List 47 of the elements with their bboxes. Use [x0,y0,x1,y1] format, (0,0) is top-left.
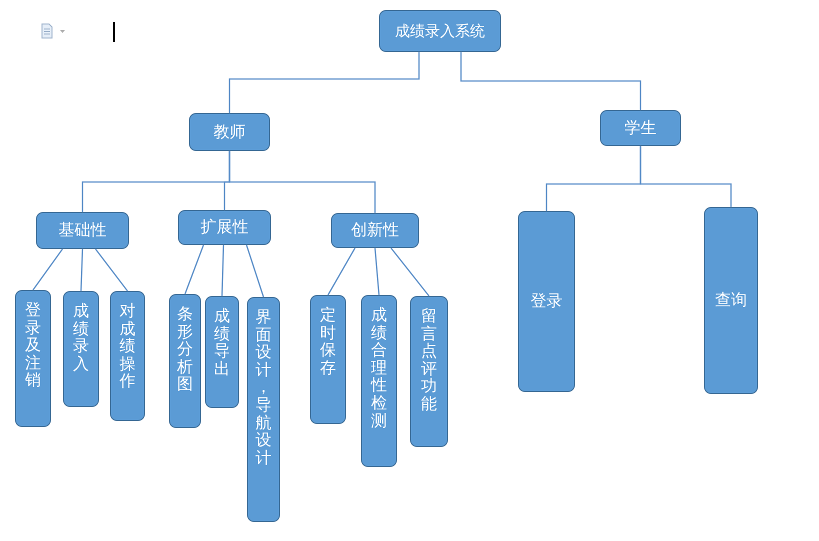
node-label: 教师 [214,122,246,142]
node-label: 登录及注销 [25,301,41,389]
node-label: 查询 [715,290,747,311]
node-label: 基础性 [58,220,106,241]
connector-line [460,52,642,110]
connector-line [221,244,224,296]
node-label: 条形分析图 [177,305,193,393]
node-label: 界面设计，导航设计 [256,308,272,466]
node-label: 成绩录入系统 [395,22,485,40]
node-label: 成绩合理性检测 [371,306,387,430]
node-box [205,296,239,408]
connector-line [246,244,264,298]
node-box [169,294,201,428]
node-label: 扩展性 [200,217,248,238]
connector-line [184,244,204,294]
connector-line [228,52,420,113]
node-box [704,207,758,394]
connector-line [390,248,430,296]
connector-line [94,248,128,292]
node-box [331,213,419,248]
node-box [600,110,681,146]
node-label: 成绩导出 [214,307,230,378]
connector-line [327,248,356,296]
node-box [110,291,145,421]
connector-line [32,248,64,290]
node-box [518,211,575,392]
node-label: 定时保存 [320,306,336,376]
node-label: 登录 [530,291,562,312]
node-box [189,113,270,151]
node-label: 创新性 [351,220,399,241]
connector-line [80,248,84,292]
node-label: 留言点评功能 [421,307,437,413]
node-box [361,295,397,467]
node-label: 学生 [624,118,656,138]
node-box [379,10,501,52]
node-box [310,295,346,424]
node-label: 对成绩操作 [120,302,136,390]
connector-line [374,248,380,296]
node-label: 成绩录入 [73,302,89,372]
node-box [247,297,280,522]
connector-line [640,146,732,207]
node-box [15,290,51,427]
connector-line [228,151,376,213]
node-box [178,210,271,245]
node-box [410,296,448,447]
node-box [36,212,129,249]
node-box [63,291,99,407]
